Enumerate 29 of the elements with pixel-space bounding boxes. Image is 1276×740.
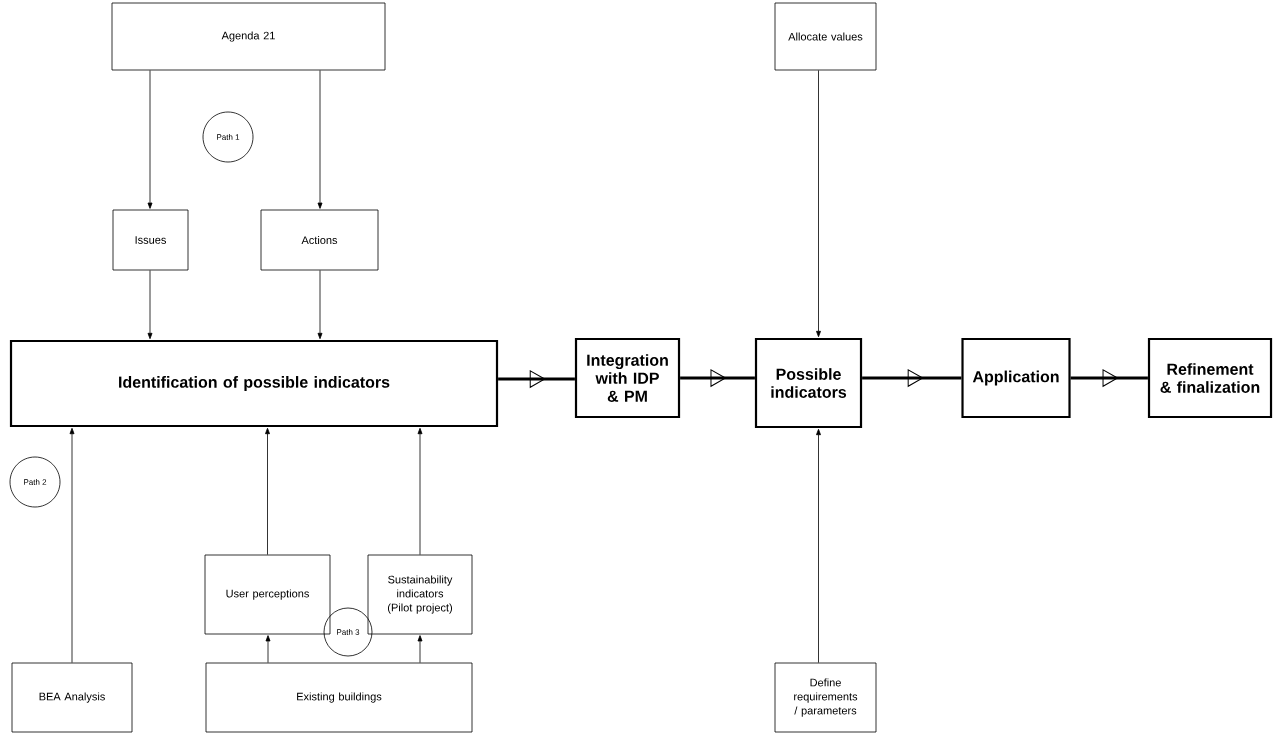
arrow	[816, 70, 821, 338]
arrow	[265, 635, 271, 663]
arrow	[147, 70, 153, 209]
process-box: Sustainability indicators (Pilot project)	[367, 554, 473, 635]
arrow	[680, 369, 755, 387]
process-box: Agenda 21	[111, 2, 386, 71]
process-box: Possible indicators	[754, 337, 863, 429]
process-box: Application	[961, 337, 1071, 419]
process-box: BEA Analysis	[11, 662, 133, 733]
arrow	[317, 70, 323, 209]
process-box: Integration with IDP & PM	[574, 337, 681, 419]
process-box: Refinement & finalization	[1147, 337, 1273, 419]
process-box: Actions	[260, 209, 379, 271]
arrow	[1070, 369, 1148, 387]
arrow	[147, 270, 153, 340]
arrow	[816, 428, 821, 663]
arrow	[498, 370, 575, 388]
process-box: User perceptions	[204, 554, 331, 635]
arrow	[69, 427, 75, 663]
process-box: Issues	[112, 209, 189, 271]
arrow	[265, 427, 270, 555]
arrow	[317, 270, 323, 340]
process-box: Existing buildings	[205, 662, 473, 733]
process-box: Define requirements / parameters	[774, 662, 877, 733]
arrow	[862, 369, 962, 387]
process-box: Identification of possible indicators	[9, 339, 499, 428]
arrow	[417, 427, 423, 555]
process-box: Allocate values	[774, 2, 877, 71]
arrow	[417, 635, 423, 663]
